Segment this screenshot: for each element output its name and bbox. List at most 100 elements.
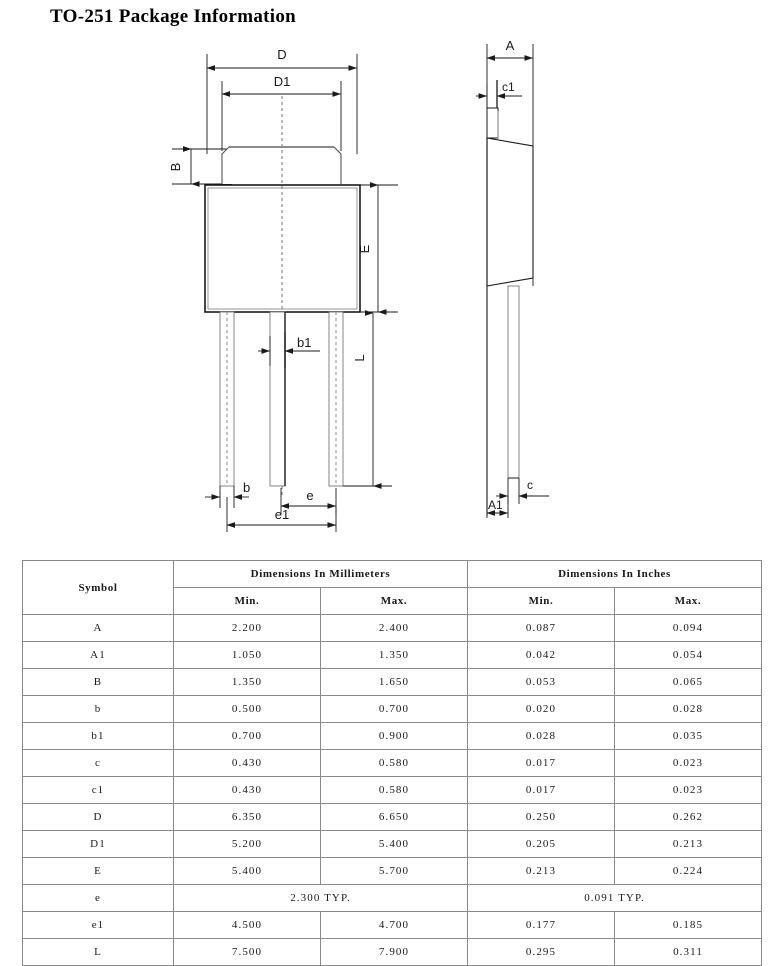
dimension-label-B: B	[168, 163, 183, 172]
cell-mm-max: 0.900	[320, 722, 468, 750]
cell-in-min: 0.205	[467, 830, 615, 858]
cell-mm-min: 2.200	[173, 614, 321, 642]
header-symbol: Symbol	[22, 560, 174, 615]
cell-mm-min: 5.400	[173, 857, 321, 885]
cell-in-max: 0.065	[614, 668, 762, 696]
cell-in-min: 0.295	[467, 938, 615, 966]
cell-mm-max: 0.580	[320, 776, 468, 804]
cell-symbol: e1	[22, 911, 174, 939]
header-mm-max: Max.	[320, 587, 468, 615]
cell-mm-min: 0.500	[173, 695, 321, 723]
table-header-row-1: Symbol Dimensions In Millimeters Dimensi…	[22, 560, 762, 615]
cell-in-min: 0.042	[467, 641, 615, 669]
cell-symbol: E	[22, 857, 174, 885]
cell-in-max: 0.262	[614, 803, 762, 831]
cell-symbol: b	[22, 695, 174, 723]
cell-mm-max: 1.350	[320, 641, 468, 669]
cell-mm-max: 7.900	[320, 938, 468, 966]
cell-symbol: b1	[22, 722, 174, 750]
dimension-label-e1: e1	[275, 507, 289, 522]
cell-in-min: 0.017	[467, 776, 615, 804]
cell-in-max: 0.023	[614, 776, 762, 804]
cell-mm-max: 4.700	[320, 911, 468, 939]
dimension-label-b1: b1	[297, 335, 311, 350]
cell-in-min: 0.017	[467, 749, 615, 777]
cell-symbol: D1	[22, 830, 174, 858]
cell-in-max: 0.054	[614, 641, 762, 669]
cell-in-max: 0.213	[614, 830, 762, 858]
cell-symbol: L	[22, 938, 174, 966]
cell-symbol: A	[22, 614, 174, 642]
cell-mm-min: 6.350	[173, 803, 321, 831]
cell-symbol: A1	[22, 641, 174, 669]
dimension-label-A: A	[506, 38, 515, 53]
cell-mm-max: 5.400	[320, 830, 468, 858]
cell-mm-max: 0.700	[320, 695, 468, 723]
dimensions-table-container: Symbol Dimensions In Millimeters Dimensi…	[22, 560, 762, 966]
dimension-label-D: D	[277, 47, 286, 62]
page-title: TO-251 Package Information	[50, 6, 296, 27]
header-in-max: Max.	[614, 587, 762, 615]
dimension-label-E: E	[357, 244, 372, 253]
cell-in-min: 0.053	[467, 668, 615, 696]
cell-symbol: c	[22, 749, 174, 777]
cell-in-max: 0.185	[614, 911, 762, 939]
cell-mm-min: 5.200	[173, 830, 321, 858]
cell-mm-typ: 2.300 TYP.	[173, 884, 468, 912]
cell-in-min: 0.177	[467, 911, 615, 939]
cell-in-min: 0.028	[467, 722, 615, 750]
cell-mm-min: 0.430	[173, 749, 321, 777]
cell-in-min: 0.087	[467, 614, 615, 642]
cell-symbol: c1	[22, 776, 174, 804]
dimensions-table: Symbol Dimensions In Millimeters Dimensi…	[22, 560, 762, 966]
cell-mm-max: 5.700	[320, 857, 468, 885]
cell-mm-max: 2.400	[320, 614, 468, 642]
cell-mm-min: 4.500	[173, 911, 321, 939]
header-in-min: Min.	[467, 587, 615, 615]
header-mm-min: Min.	[173, 587, 321, 615]
cell-in-min: 0.250	[467, 803, 615, 831]
cell-mm-max: 0.580	[320, 749, 468, 777]
dimension-label-e: e	[306, 488, 313, 503]
cell-mm-min: 7.500	[173, 938, 321, 966]
cell-mm-min: 0.700	[173, 722, 321, 750]
dimension-label-L: L	[352, 354, 367, 361]
table-header: Symbol Dimensions In Millimeters Dimensi…	[22, 560, 762, 615]
side-view-group: A c1 c	[476, 38, 549, 518]
header-millimeters: Dimensions In Millimeters	[173, 560, 468, 588]
cell-in-min: 0.213	[467, 857, 615, 885]
front-view-group: D D1 B	[168, 47, 398, 532]
cell-symbol: D	[22, 803, 174, 831]
dimension-label-D1: D1	[274, 74, 291, 89]
cell-mm-max: 6.650	[320, 803, 468, 831]
dimension-label-c: c	[527, 478, 533, 492]
header-inches: Dimensions In Inches	[467, 560, 762, 588]
cell-mm-min: 1.050	[173, 641, 321, 669]
cell-mm-min: 1.350	[173, 668, 321, 696]
cell-in-max: 0.028	[614, 695, 762, 723]
package-drawing-svg: D D1 B	[168, 38, 549, 532]
cell-in-max: 0.035	[614, 722, 762, 750]
cell-in-max: 0.094	[614, 614, 762, 642]
cell-mm-max: 1.650	[320, 668, 468, 696]
dimension-label-c1: c1	[502, 80, 515, 94]
cell-in-max: 0.224	[614, 857, 762, 885]
cell-in-min: 0.020	[467, 695, 615, 723]
cell-symbol: B	[22, 668, 174, 696]
dimension-label-A1: A1	[488, 498, 503, 512]
cell-mm-min: 0.430	[173, 776, 321, 804]
cell-symbol: e	[22, 884, 174, 912]
